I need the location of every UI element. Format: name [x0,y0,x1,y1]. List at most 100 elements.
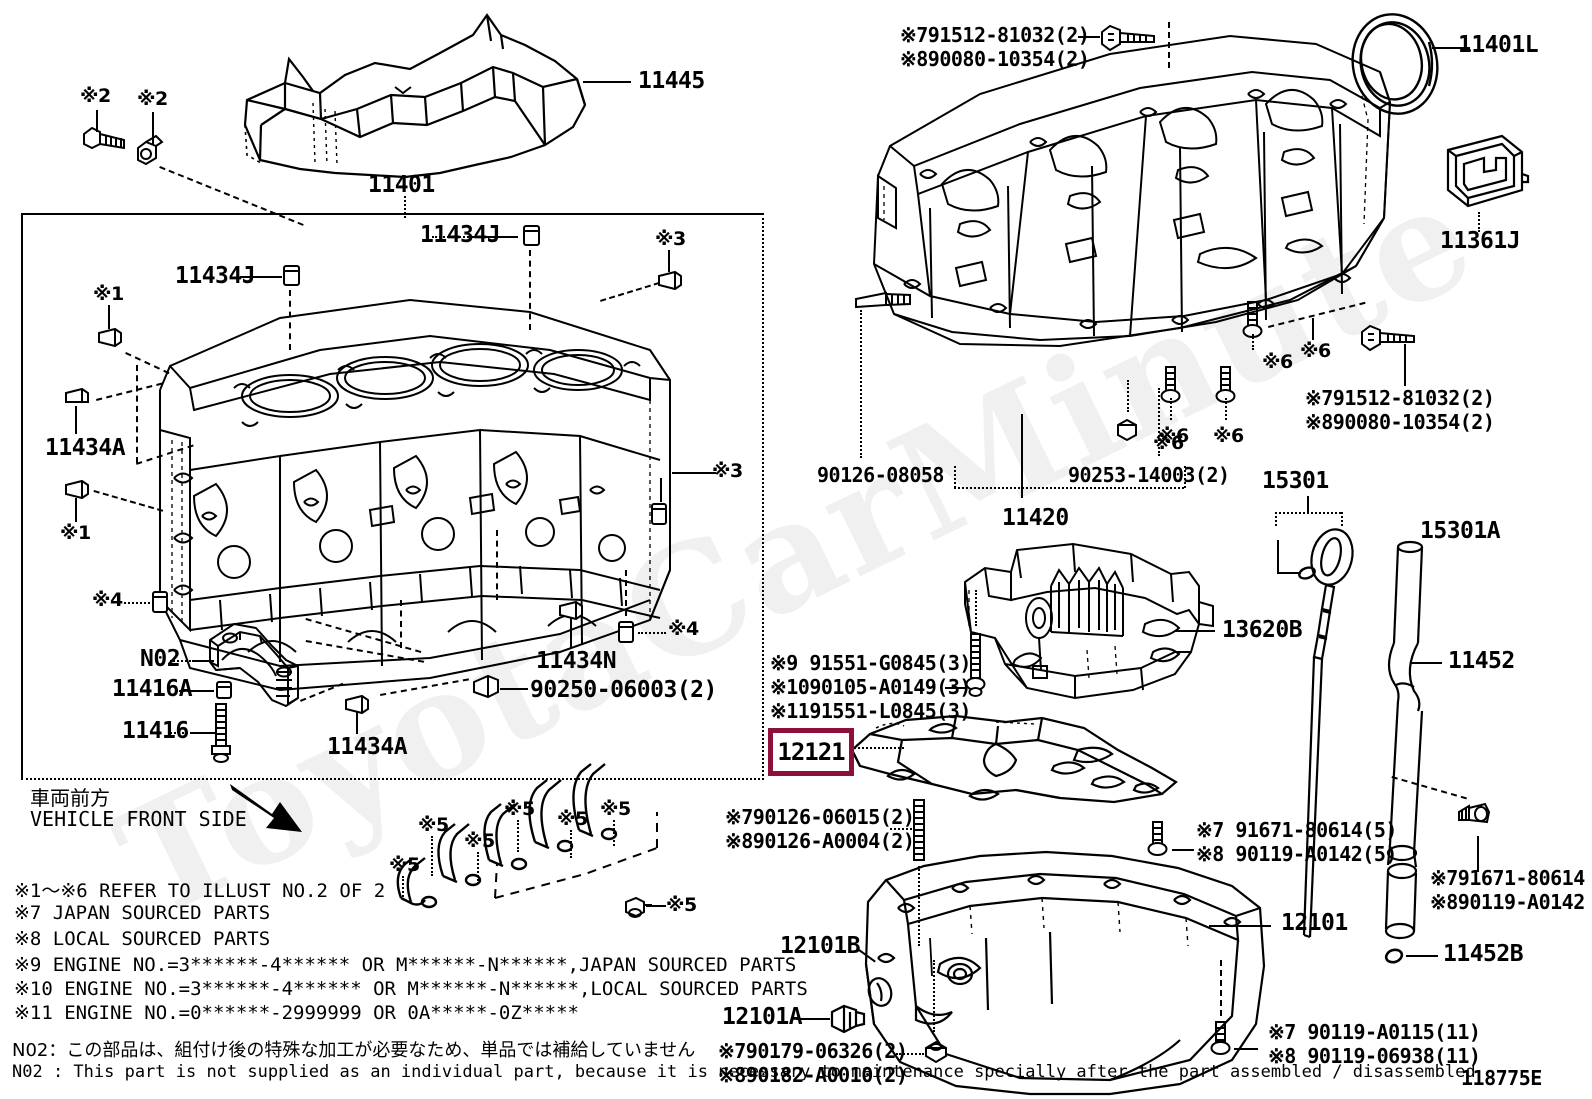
label-pan-bolt2-japan: ※7 90119-A0115(11) [1268,1020,1481,1044]
label-11434a-bottom: 11434A [327,734,408,760]
front-side-jp: 車両前方 [30,786,110,810]
label-13620b: 13620B [1222,617,1303,643]
leader-ref5-4 [517,820,519,852]
leader-90126-08058 [860,310,862,458]
bolt-art-91512-mid [1358,322,1428,354]
leader-ref3-a [668,250,670,272]
leader-pump-bolt [945,687,967,689]
label-11434j-b: 11434J [175,263,256,289]
label-90250: 90250-06003(2) [530,677,717,703]
stud-art-ref5-7 [620,892,654,922]
oring-art-11452b [1382,944,1408,968]
dowel-pin-ref1-a [95,325,125,351]
diagram-code: 118775E [1461,1066,1542,1090]
bracket-11420-top [954,487,1184,489]
leader-pan-bolt [1172,849,1194,851]
leader-ref3-b [660,478,662,502]
leader-12101 [1209,925,1271,927]
dowel-pin-11434a-bottom [342,692,372,718]
leader-ref6-e [1127,380,1129,412]
legend-line-1: ※1～※6 REFER TO ILLUST NO.2 OF 2 [14,880,386,902]
leader-90253 [1158,388,1160,456]
dowel-pin-11434j-a [520,222,544,250]
leader-15301a-h [1277,572,1301,574]
label-12101: 12101 [1281,910,1348,936]
leader-pump-bolt-v [975,590,977,626]
label-baffle-bolt-japan: ※790126-06015(2) [725,805,915,829]
bolt-art-pan-bottom [1208,1020,1234,1072]
baffle-plate-art-12121 [846,712,1206,812]
label-11420: 11420 [1002,505,1069,531]
legend-line-4: ※9 ENGINE NO.=3******-4****** OR M******… [14,954,797,976]
bracket-15301-l [1275,512,1277,526]
leader-ref5-3 [477,852,479,884]
label-pan-bolt2-local: ※8 90119-06938(11) [1268,1044,1481,1068]
cylinder-block-art-11401 [130,270,690,720]
front-direction-arrow [228,778,308,840]
oil-seal-art-11401l [1345,8,1445,123]
leader-12121 [846,747,904,749]
label-pump-bolt-11: ※1191551-L0845(3) [770,699,971,723]
label-mid-bolt-japan: ※791512-81032(2) [1305,386,1495,410]
label-mid-bolt-local: ※890080-10354(2) [1305,410,1495,434]
leader-11416-dot [170,732,192,734]
label-ref5-4: ※5 [504,798,535,820]
leader-drain-washer-v [933,960,935,1032]
leader-11434j-a-dot [432,236,472,238]
leader-baffle-bolt [890,828,912,830]
leader-11401 [404,196,406,218]
front-side-en: VEHICLE FRONT SIDE [30,807,247,831]
bracket-15301-r [1341,512,1343,526]
bracket-11420-left [954,466,956,488]
leader-mid-bolt [1404,344,1406,386]
bolt-art-11416 [208,700,236,766]
stud-art-90126-08058 [852,285,916,315]
washer-art-drain [920,1036,954,1070]
leader-tube-bolt [1477,836,1479,872]
label-ref5-3: ※5 [464,830,495,852]
note-n02-en: N02 : This part is not supplied as an in… [12,1062,1476,1082]
label-drain-japan: ※790179-06326(2) [718,1039,908,1063]
dash-aux-5 [400,600,402,648]
oil-pan-art-12101 [860,846,1280,1096]
stud-art-baffle [908,798,930,864]
dash-11434j-a [529,250,531,330]
label-12101b: 12101B [780,933,861,959]
leader-15301a-v [1277,540,1279,572]
oil-tube-art-11452 [1370,535,1440,955]
label-ref6-a: ※6 [1158,425,1189,447]
label-ref4-a: ※4 [92,589,123,611]
label-pan-bolt-local: ※8 90119-A0142(5) [1196,842,1397,866]
dash-pan-bolt2 [1220,960,1222,1016]
leader-11452 [1410,662,1442,664]
label-ref3-a: ※3 [655,228,686,250]
label-ref5-6: ※5 [600,798,631,820]
dash-construct-v [136,365,138,463]
legend-line-3: ※8 LOCAL SOURCED PARTS [14,928,271,950]
leader-ref3-b2 [672,472,716,474]
drain-gasket-art-12101b [863,975,897,1009]
label-11434a-left: 11434A [45,435,126,461]
label-pump-bolt-10: ※1090105-A0149(3) [770,675,971,699]
label-ref5-2: ※5 [418,814,449,836]
label-11361j: 11361J [1440,228,1521,254]
oil-pump-art-13620b [955,540,1225,715]
oring-art-15301a [1296,562,1320,584]
ladder-frame-art-11420 [860,28,1405,398]
leader-11416a [190,690,214,692]
dash-top-bolt [1168,22,1170,68]
leader-ref6-b [1225,398,1227,420]
label-11416: 11416 [122,718,189,744]
leader-ref1-a [108,305,110,329]
leader-ref2-b [152,112,154,144]
label-drain-local: ※890182-A0010(2) [718,1063,908,1087]
label-ref2-b: ※2 [137,88,168,110]
leader-ref5-1 [402,876,404,900]
highlighted-part-number-12121[interactable]: 12121 [768,728,854,776]
label-ref6-e: ※6 [1153,432,1184,454]
leader-drain-washer [896,1053,924,1055]
leader-top-bolt [1078,36,1100,38]
label-baffle-bolt-local: ※890126-A0004(2) [725,829,915,853]
bolt-art-ref2 [80,118,170,178]
